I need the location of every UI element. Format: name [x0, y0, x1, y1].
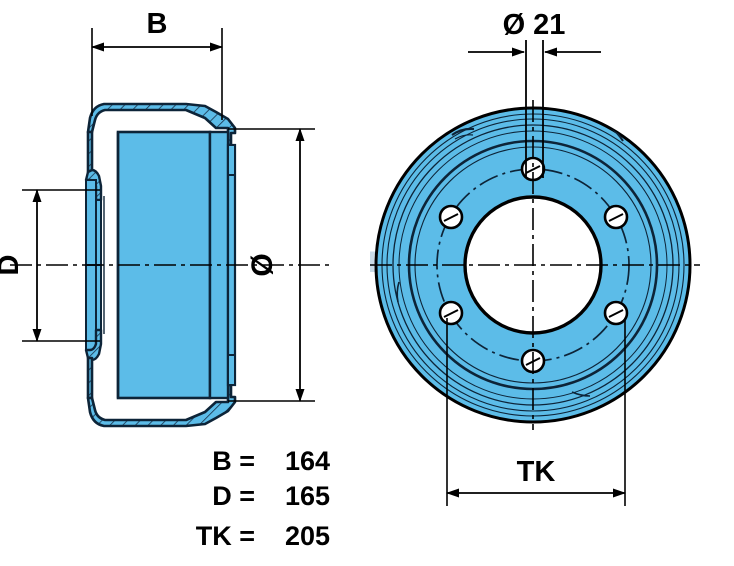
bolt-hole [438, 204, 464, 230]
dimension-bolt-diameter: Ø 21 [468, 9, 601, 178]
front-view [370, 100, 700, 430]
section-view [10, 102, 330, 428]
dim-B-label: B [147, 8, 168, 40]
dim-outer-diameter-label: Ø [246, 253, 279, 276]
section-top-wall [86, 102, 237, 147]
section-left-lip-bottom [84, 328, 103, 362]
spec-row-D-value-actual: 165 [285, 481, 330, 511]
spec-row-TK-value: 205 [285, 521, 330, 551]
dimension-B: B [91, 8, 223, 120]
dim-bolt-diameter-label: Ø 21 [503, 9, 566, 41]
bolt-hole [603, 204, 629, 230]
section-bottom-left-step [86, 356, 94, 400]
spec-row-B-key: B = [212, 446, 255, 476]
bolt-hole-group [438, 156, 629, 374]
section-left-flange-outer-bottom [85, 264, 97, 351]
section-right-notch-top [227, 144, 236, 176]
dim-D-label: D [0, 255, 25, 276]
specification-table: B = 164 D = 165 TK = 205 [196, 446, 330, 551]
dimension-diameter-outer: Ø [228, 128, 315, 402]
bolt-hole [603, 300, 629, 326]
spec-row-B-value: 164 [285, 446, 330, 476]
section-right-notch-bottom [227, 354, 236, 386]
section-left-flange-outer-top [85, 179, 97, 266]
spec-row-TK-key: TK = [196, 521, 255, 551]
bolt-hole [438, 300, 464, 326]
dimension-D: D [0, 189, 100, 342]
section-bottom-wall [86, 383, 237, 428]
spec-row-D-key: D = [212, 481, 255, 511]
section-top-left-step [86, 130, 94, 174]
dim-TK-label: TK [517, 456, 556, 488]
dimension-TK: TK [446, 318, 626, 506]
